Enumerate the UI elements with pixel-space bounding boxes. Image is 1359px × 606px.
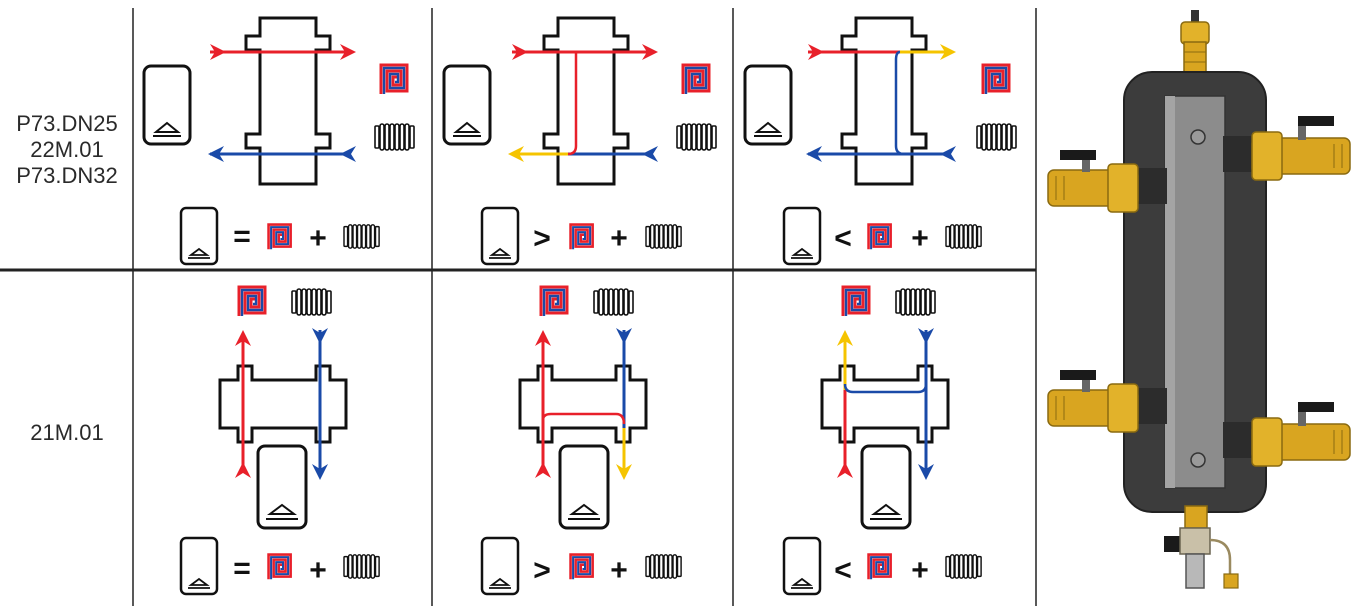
underfloor-heating-icon (978, 60, 1014, 96)
plus-sign: + (610, 222, 628, 255)
plug-icon (1190, 129, 1206, 145)
boiler-icon (782, 536, 822, 596)
row1-labels: P73.DN25 22M.01 P73.DN32 (16, 111, 118, 188)
underfloor-heating-icon (566, 550, 597, 581)
separator-icon (218, 364, 348, 444)
plus-sign: + (911, 554, 929, 587)
cell-row1-balanced: = + (142, 16, 415, 266)
greater-sign: > (533, 222, 551, 255)
ball-valve-icon (1047, 150, 1139, 213)
greater-sign: > (533, 554, 551, 587)
cell-row2-balanced: = + (179, 282, 380, 596)
radiator-icon (676, 123, 717, 151)
boiler-icon (480, 206, 520, 266)
model-label: P73.DN25 (16, 111, 118, 136)
equals-sign: = (233, 220, 251, 253)
bypass-flow (843, 383, 928, 394)
boiler-icon (480, 536, 520, 596)
underfloor-heating-icon (678, 60, 714, 96)
equals-sign: = (233, 552, 251, 585)
underfloor-heating-icon (264, 550, 295, 581)
drain-valve-icon (1164, 505, 1239, 589)
plus-sign: + (610, 554, 628, 587)
ball-valve-icon (1251, 402, 1351, 467)
radiator-icon (343, 554, 380, 579)
underfloor-heating-icon (864, 550, 895, 581)
underfloor-heating-icon (838, 282, 874, 318)
underfloor-heating-icon (566, 220, 597, 251)
bypass-flow (567, 52, 578, 156)
separator-icon (820, 364, 950, 444)
boiler-icon (142, 64, 192, 146)
separator-icon (244, 16, 332, 186)
radiator-icon (895, 288, 936, 316)
boiler-icon (743, 64, 793, 146)
boiler-icon (442, 64, 492, 146)
model-label: 22M.01 (30, 137, 103, 162)
underfloor-heating-icon (536, 282, 572, 318)
hydraulic-separator-product (1047, 10, 1351, 589)
plus-sign: + (911, 222, 929, 255)
boiler-icon (256, 444, 308, 530)
separator-icon (542, 16, 630, 186)
ball-valve-icon (1251, 116, 1351, 181)
boiler-icon (782, 206, 822, 266)
cell-row1-boiler-less: < + (743, 16, 1017, 266)
cell-row1-boiler-greater: > + (442, 16, 717, 266)
radiator-icon (645, 224, 682, 249)
boiler-icon (179, 206, 219, 266)
radiator-icon (945, 554, 982, 579)
boiler-icon (860, 444, 912, 530)
radiator-icon (976, 123, 1017, 151)
bypass-flow (894, 50, 905, 156)
plug-icon (1190, 452, 1206, 468)
separator-icon (518, 364, 648, 444)
underfloor-heating-icon (264, 220, 295, 251)
underfloor-heating-icon (864, 220, 895, 251)
radiator-icon (645, 554, 682, 579)
cell-row2-boiler-less: < + (782, 282, 982, 596)
row2-label: 21M.01 (30, 420, 103, 445)
table-grid (0, 8, 1037, 606)
radiator-icon (291, 288, 332, 316)
ball-valve-icon (1047, 370, 1139, 433)
arrow-icon (642, 146, 658, 162)
less-sign: < (834, 554, 852, 587)
boiler-icon (179, 536, 219, 596)
radiator-icon (374, 123, 415, 151)
bypass-flow (541, 412, 626, 425)
separator-icon (840, 16, 928, 186)
radiator-icon (593, 288, 634, 316)
air-vent-icon (1180, 10, 1210, 75)
radiator-icon (945, 224, 982, 249)
underfloor-heating-icon (234, 282, 270, 318)
plus-sign: + (309, 554, 327, 587)
underfloor-heating-icon (376, 60, 412, 96)
plus-sign: + (309, 222, 327, 255)
radiator-icon (343, 224, 380, 249)
boiler-icon (558, 444, 610, 530)
less-sign: < (834, 222, 852, 255)
model-label: P73.DN32 (16, 163, 118, 188)
cell-row2-boiler-greater: > + (480, 282, 682, 596)
arrow-icon (837, 462, 853, 478)
